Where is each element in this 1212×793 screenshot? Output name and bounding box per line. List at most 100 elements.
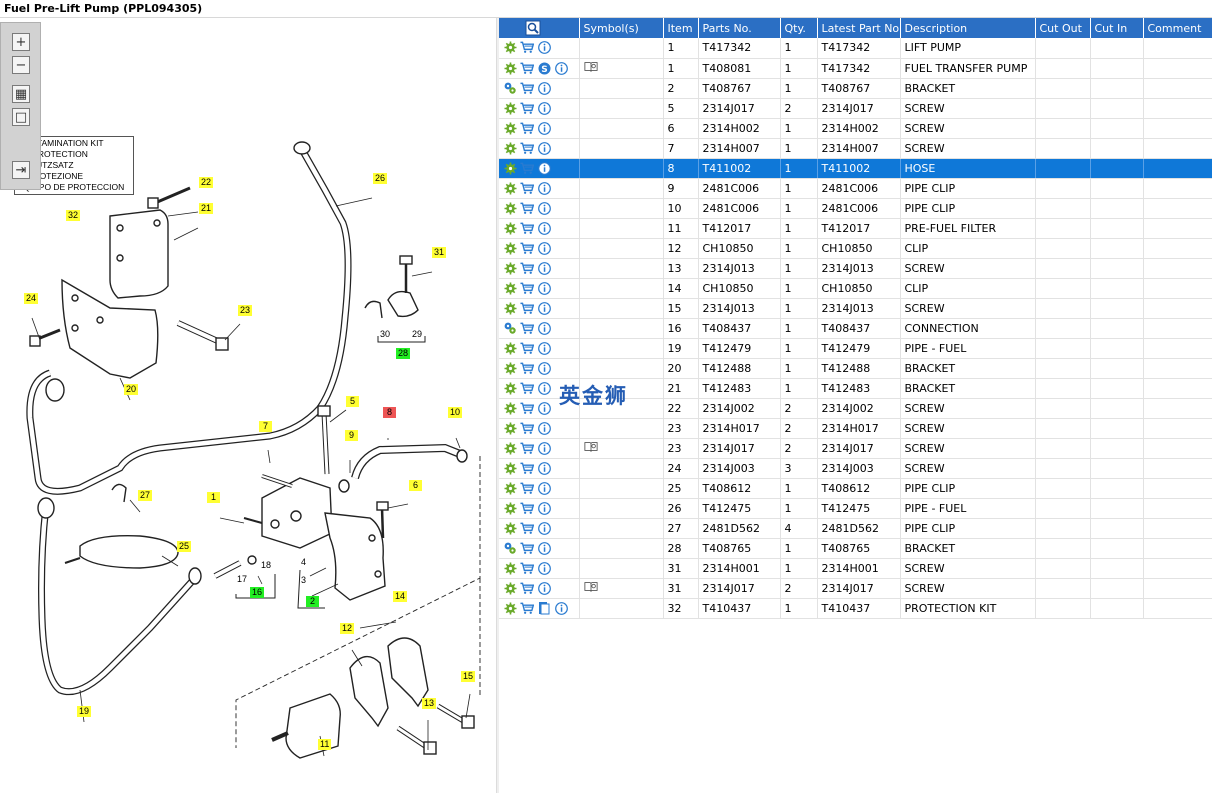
info-icon[interactable]	[537, 521, 551, 535]
cart-icon[interactable]	[520, 281, 534, 295]
callout-18[interactable]: 18	[261, 560, 272, 570]
toggle-panel-button[interactable]: ⇥	[12, 161, 30, 179]
gear-icon[interactable]	[503, 461, 517, 475]
book-icon[interactable]	[583, 60, 598, 74]
callout-10[interactable]: 10	[448, 407, 463, 418]
cart-icon[interactable]	[520, 81, 534, 95]
callout-11[interactable]: 11	[318, 739, 332, 750]
book-icon[interactable]	[583, 440, 598, 454]
gear-icon[interactable]	[503, 341, 517, 355]
gear-icon[interactable]	[503, 281, 517, 295]
info-icon[interactable]	[537, 141, 551, 155]
info-icon[interactable]	[537, 281, 551, 295]
column-header-comment[interactable]: Comment	[1143, 18, 1212, 38]
callout-19[interactable]: 19	[77, 706, 92, 717]
cart-icon[interactable]	[520, 121, 534, 135]
actual-size-button[interactable]: □	[12, 108, 30, 126]
callout-30[interactable]: 30	[380, 329, 391, 339]
info-icon[interactable]	[537, 221, 551, 235]
info-icon[interactable]	[537, 481, 551, 495]
gear-icon[interactable]	[503, 501, 517, 515]
cart-icon[interactable]	[520, 361, 534, 375]
info-icon[interactable]	[537, 121, 551, 135]
cart-icon[interactable]	[520, 441, 534, 455]
gear-icon[interactable]	[503, 101, 517, 115]
column-header-cut-out[interactable]: Cut Out	[1035, 18, 1091, 38]
info-icon[interactable]	[537, 261, 551, 275]
cart-icon[interactable]	[520, 381, 534, 395]
column-header-qty[interactable]: Qty.	[780, 18, 818, 38]
callout-29[interactable]: 29	[412, 329, 423, 339]
cart-icon[interactable]	[520, 341, 534, 355]
gear-icon[interactable]	[503, 421, 517, 435]
book-icon[interactable]	[583, 580, 598, 594]
callout-15[interactable]: 15	[461, 671, 476, 682]
column-header-symbols[interactable]: Symbol(s)	[579, 18, 664, 38]
callout-1[interactable]: 1	[207, 492, 220, 503]
gear-icon[interactable]	[503, 401, 517, 415]
cart-icon[interactable]	[520, 461, 534, 475]
callout-31[interactable]: 31	[432, 247, 447, 258]
info-icon[interactable]	[537, 541, 551, 555]
cart-icon[interactable]	[520, 601, 534, 615]
info-icon[interactable]	[537, 361, 551, 375]
gear-icon[interactable]	[503, 241, 517, 255]
callout-32[interactable]: 32	[66, 210, 81, 221]
cart-icon[interactable]	[520, 321, 534, 335]
search-parts-icon[interactable]	[525, 20, 541, 36]
callout-21[interactable]: 21	[199, 203, 214, 214]
cart-icon[interactable]	[520, 181, 534, 195]
gear-icon[interactable]	[503, 181, 517, 195]
gear-icon[interactable]	[503, 301, 517, 315]
cart-icon[interactable]	[520, 581, 534, 595]
gears-icon[interactable]	[503, 81, 517, 95]
info-icon[interactable]	[537, 201, 551, 215]
gear-icon[interactable]	[503, 161, 517, 175]
gear-icon[interactable]	[503, 201, 517, 215]
cart-icon[interactable]	[520, 161, 534, 175]
pane-splitter[interactable]	[496, 18, 499, 793]
info-icon[interactable]	[537, 101, 551, 115]
callout-3[interactable]: 3	[300, 575, 306, 585]
gears-icon[interactable]	[503, 541, 517, 555]
callout-26[interactable]: 26	[373, 173, 388, 184]
cart-icon[interactable]	[520, 521, 534, 535]
callout-2[interactable]: 2	[306, 596, 319, 607]
cart-icon[interactable]	[520, 401, 534, 415]
cart-icon[interactable]	[520, 41, 534, 55]
cart-icon[interactable]	[520, 421, 534, 435]
document-icon[interactable]	[537, 601, 551, 615]
column-header-description[interactable]: Description	[900, 18, 1036, 38]
column-header-icons[interactable]	[499, 18, 580, 38]
column-header-cut-in[interactable]: Cut In	[1090, 18, 1144, 38]
cart-icon[interactable]	[520, 221, 534, 235]
callout-25[interactable]: 25	[177, 541, 192, 552]
info-icon[interactable]	[537, 441, 551, 455]
gear-icon[interactable]	[503, 141, 517, 155]
info-icon[interactable]	[537, 181, 551, 195]
info-icon[interactable]	[537, 421, 551, 435]
info-icon[interactable]	[537, 381, 551, 395]
callout-12[interactable]: 12	[340, 623, 355, 634]
callout-7[interactable]: 7	[259, 421, 272, 432]
callout-20[interactable]: 20	[124, 384, 139, 395]
cart-icon[interactable]	[520, 501, 534, 515]
cart-icon[interactable]	[520, 141, 534, 155]
callout-5[interactable]: 5	[346, 396, 359, 407]
service-s-icon[interactable]: S	[537, 61, 551, 75]
column-header-item[interactable]: Item	[663, 18, 699, 38]
